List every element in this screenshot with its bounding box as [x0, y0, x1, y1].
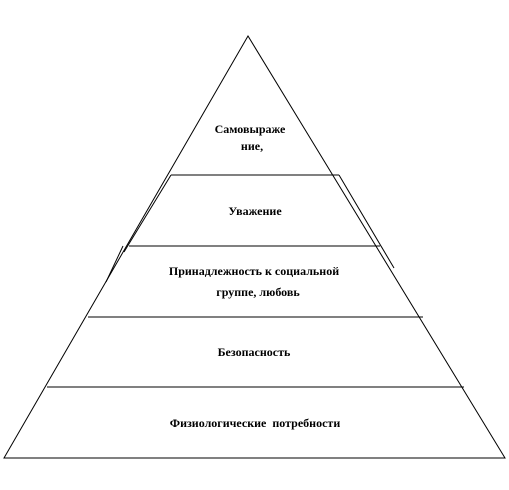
pyramid-outline: [3, 35, 506, 459]
level-self-expression-line-2: ние,: [241, 139, 263, 153]
offset-edge-left: [123, 174, 172, 253]
level-physiological-label: Физиологические потребности: [170, 416, 341, 430]
level-respect-label: Уважение: [228, 204, 282, 218]
level-self-expression: Самовыраже ние,: [215, 122, 286, 153]
level-safety-label: Безопасность: [218, 345, 291, 359]
level-belonging: Принадлежность к социальной группе, любо…: [169, 264, 339, 299]
level-physiological: Физиологические потребности: [170, 416, 341, 430]
level-belonging-line-2: группе, любовь: [216, 285, 300, 299]
level-belonging-line-1: Принадлежность к социальной: [169, 264, 339, 278]
level-respect: Уважение: [228, 204, 282, 218]
level-safety: Безопасность: [218, 345, 291, 359]
level-self-expression-line-1: Самовыраже: [215, 122, 286, 136]
offset-edge-left-lower: [105, 245, 124, 283]
offset-edge-right: [338, 174, 395, 269]
